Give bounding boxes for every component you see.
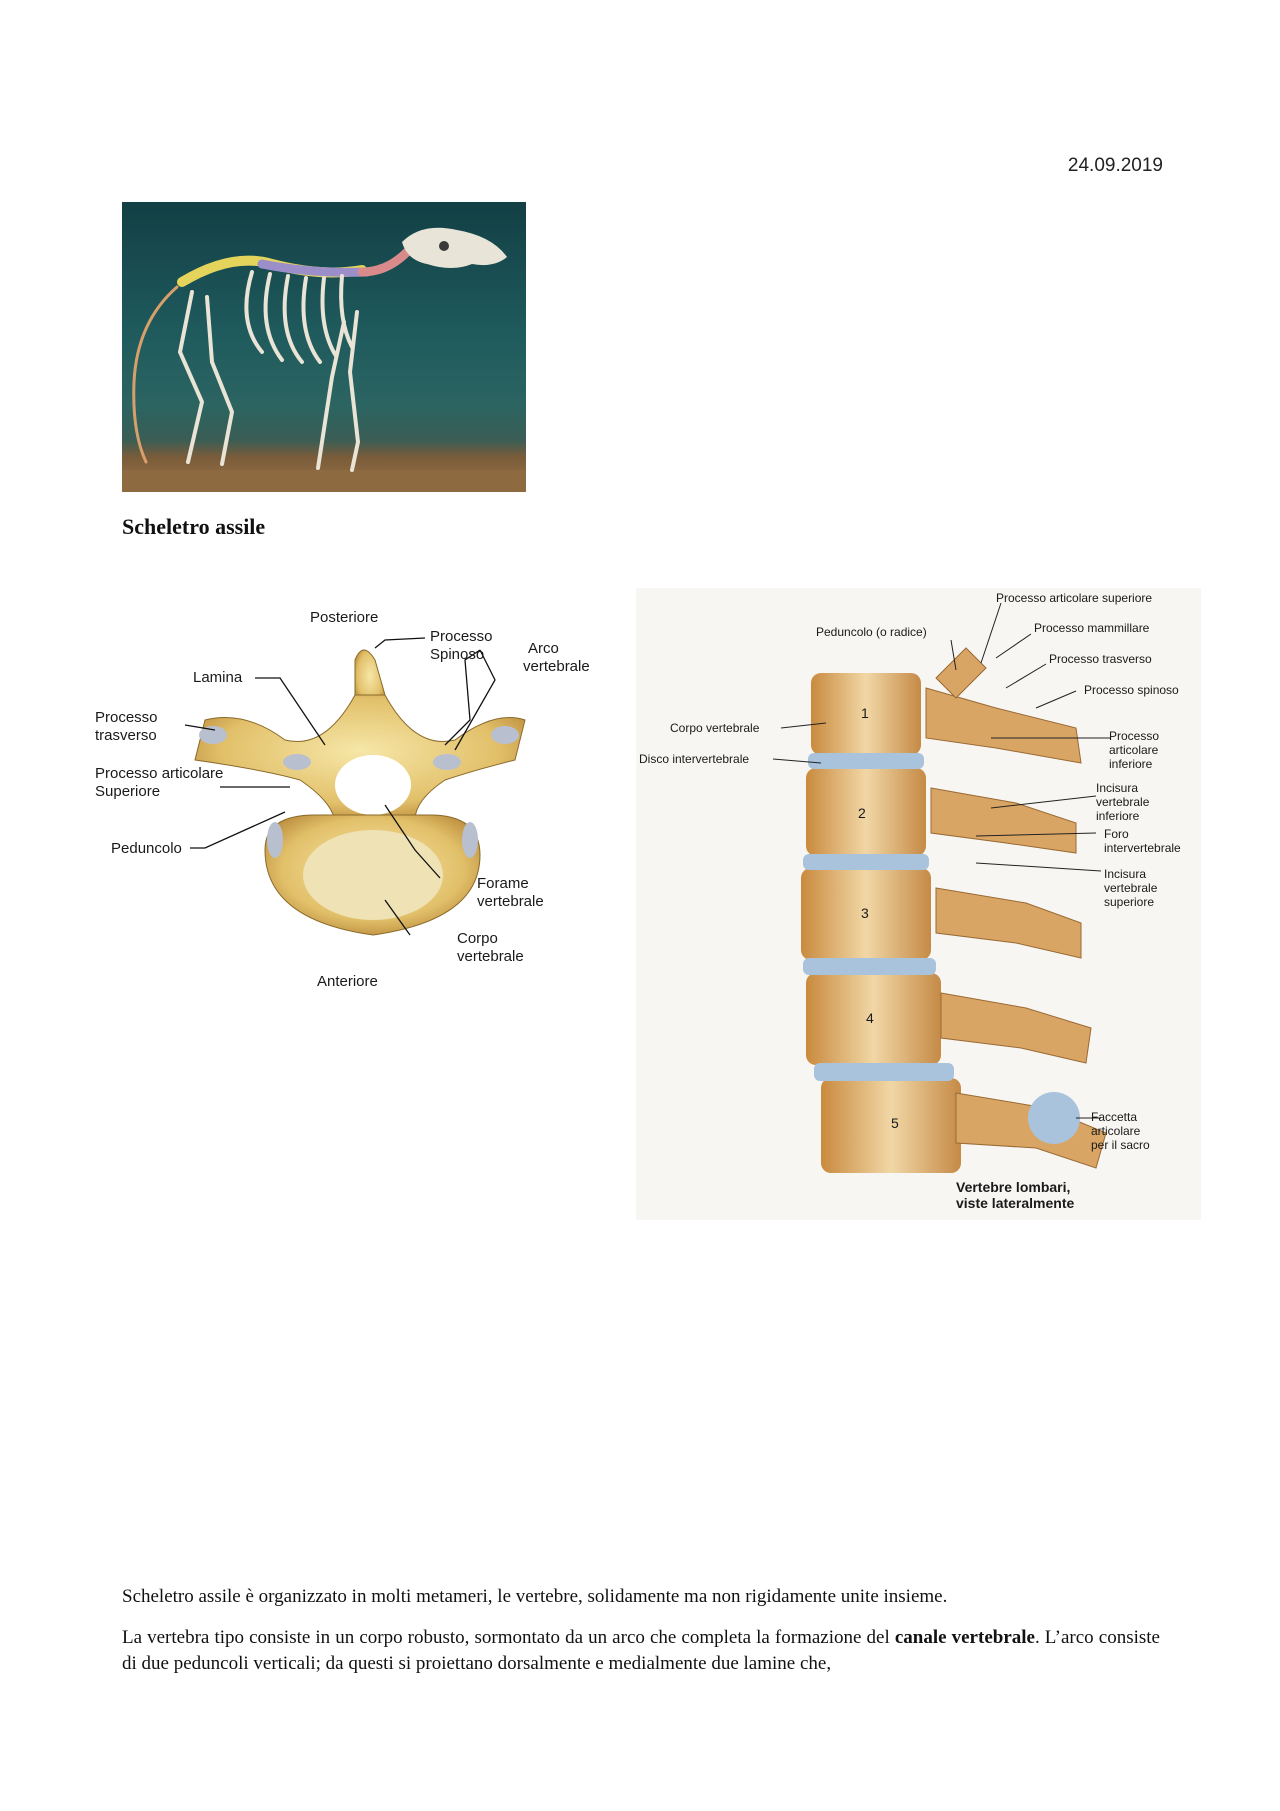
paragraph-2-start: La vertebra tipo consiste in un corpo ro… [122,1627,895,1648]
section-heading: Scheletro assile [122,514,266,539]
vertebra-number-2: 2 [858,805,866,821]
vertebra-number-5: 5 [891,1115,899,1131]
label-trasverso: Processo trasverso [1049,652,1152,666]
document-date: 24.09.2019 [1067,155,1163,176]
caption-line-1: Vertebre lombari, [956,1179,1070,1195]
label-peduncolo: Peduncolo [111,840,182,857]
label-processo-spinoso-2: Spinoso [430,646,484,663]
label-processo-articolare-1: Processo articolare [95,765,223,782]
label-inc-inf-3: inferiore [1096,809,1140,823]
label-inc-inf-1: Incisura [1096,781,1138,795]
lumbar-vertebrae-diagram: 1 2 3 4 5 Processo articolare superiore … [636,588,1201,1220]
label-corpo-2: vertebrale [457,948,524,965]
label-arco-2: vertebrale [523,658,590,675]
skeleton-photo [122,202,526,492]
label-inc-sup-2: vertebrale [1104,881,1158,895]
label-facc-1: Faccetta [1091,1110,1137,1124]
label-inc-sup-3: superiore [1104,895,1154,909]
label-facc-3: per il sacro [1091,1138,1150,1152]
label-foro-2: intervertebrale [1104,841,1181,855]
label-foro-1: Foro [1104,827,1129,841]
label-corpo-vertebrale: Corpo vertebrale [670,721,760,735]
label-corpo-1: Corpo [457,930,498,947]
label-art-inf-3: inferiore [1109,757,1153,771]
label-disco: Disco intervertebrale [639,752,749,766]
label-inc-sup-1: Incisura [1104,867,1146,881]
label-art-inf-2: articolare [1109,743,1159,757]
label-posteriore: Posteriore [310,609,378,626]
caption-line-2: viste lateralmente [956,1195,1074,1211]
label-lamina: Lamina [193,669,243,686]
vertebra-diagram: Posteriore Processo Spinoso Arco vertebr… [95,609,590,990]
label-processo-articolare-2: Superiore [95,783,160,800]
label-mammillare: Processo mammillare [1034,621,1150,635]
label-processo-spinoso-1: Processo [430,628,493,645]
label-arco-1: Arco [528,640,559,657]
paragraph-1: Scheletro assile è organizzato in molti … [122,1586,948,1607]
label-forame-1: Forame [477,875,529,892]
paragraph-2: La vertebra tipo consiste in un corpo ro… [122,1625,1160,1677]
label-forame-2: vertebrale [477,893,544,910]
paragraph-2-bold-term: canale vertebrale [894,1627,1035,1648]
label-art-sup: Processo articolare superiore [996,591,1152,605]
label-inc-inf-2: vertebrale [1096,795,1150,809]
vertebra-number-4: 4 [866,1010,874,1026]
vertebra-number-3: 3 [861,905,869,921]
label-processo-trasverso-1: Processo [95,709,158,726]
label-spinoso: Processo spinoso [1084,683,1179,697]
vertebra-number-1: 1 [861,705,869,721]
label-facc-2: articolare [1091,1124,1141,1138]
label-peduncolo-radice: Peduncolo (o radice) [816,625,927,639]
paragraph-2-end: . L’arco consiste di due peduncoli verti… [122,1627,1160,1674]
label-anteriore: Anteriore [317,973,378,990]
label-processo-trasverso-2: trasverso [95,727,157,744]
label-art-inf-1: Processo [1109,729,1159,743]
